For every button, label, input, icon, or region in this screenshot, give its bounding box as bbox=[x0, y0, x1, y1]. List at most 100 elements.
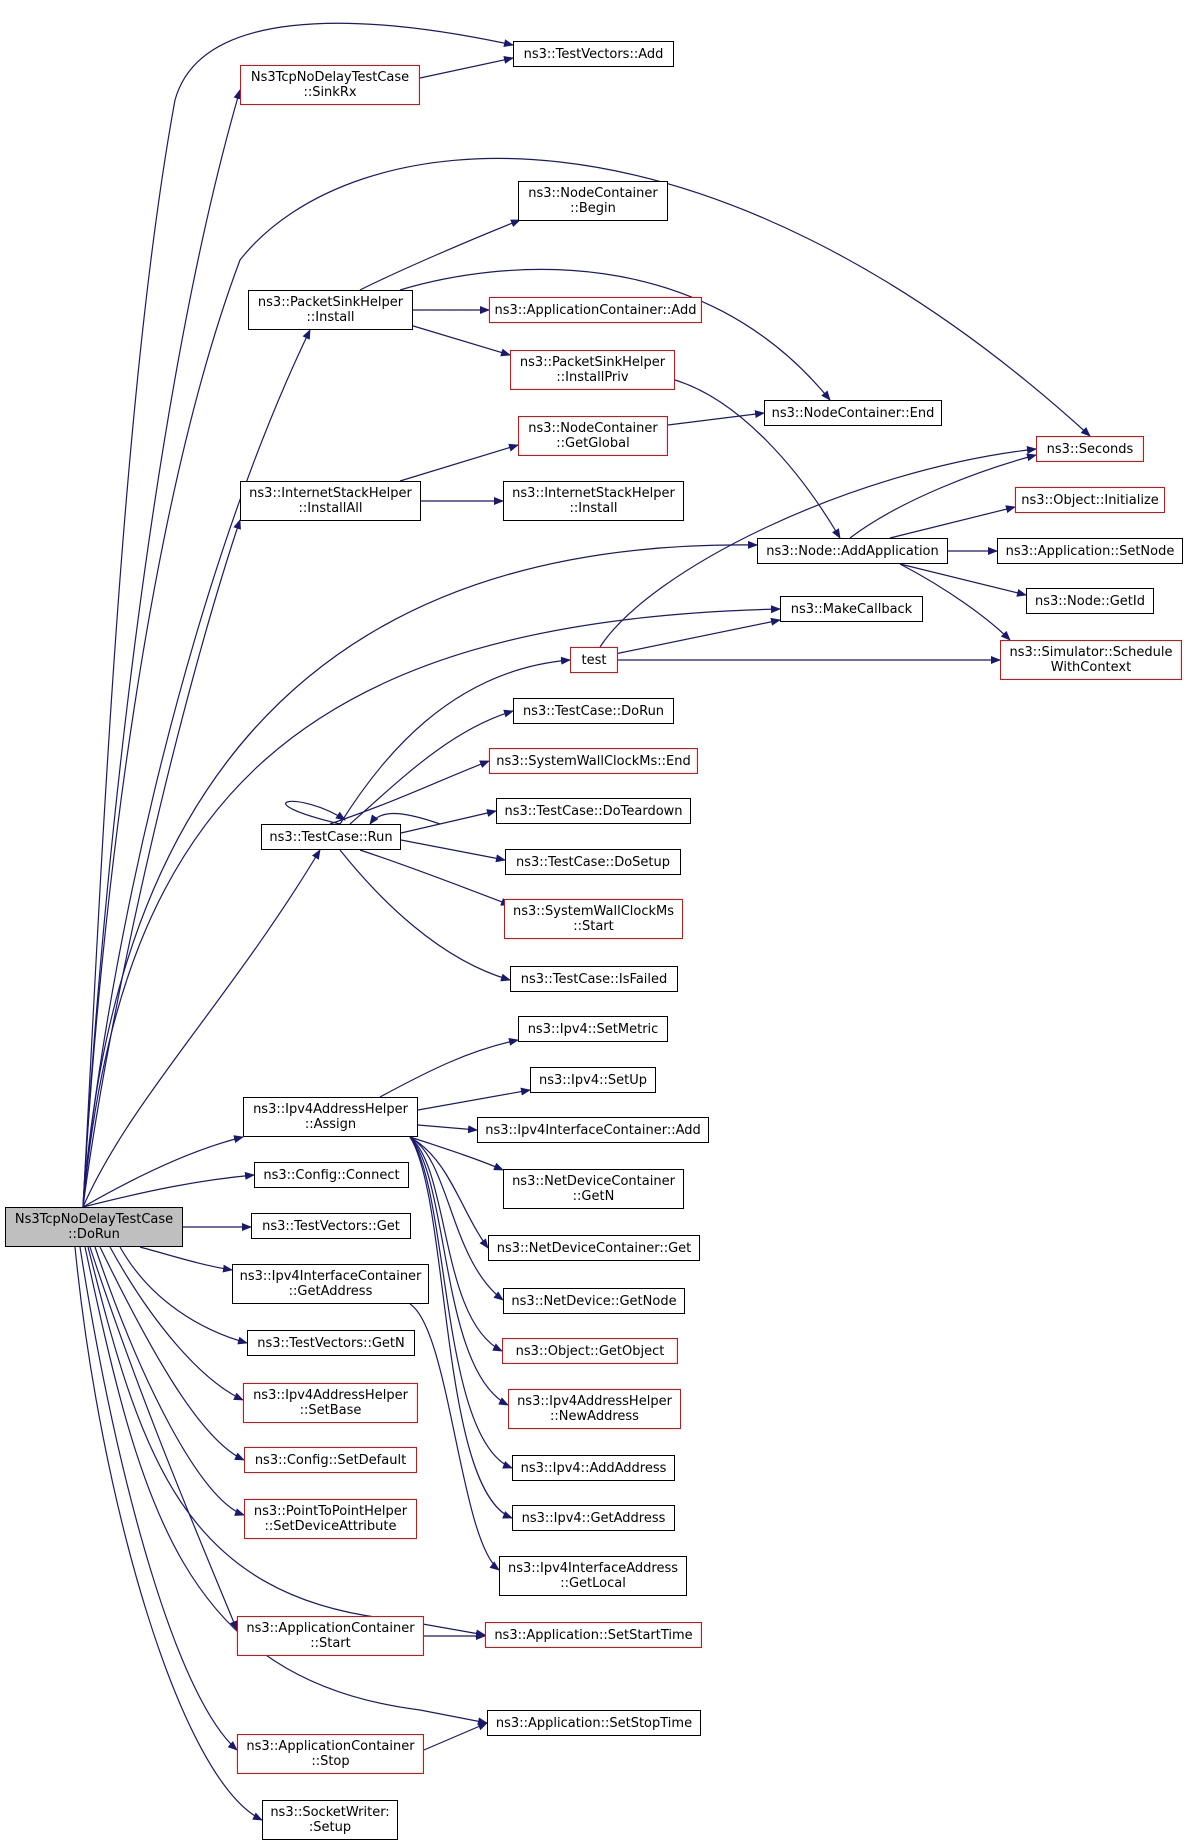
call-edge bbox=[359, 219, 521, 291]
node-testcase-isfailed[interactable]: ns3::TestCase::IsFailed bbox=[510, 966, 678, 992]
node-label-line: ns3::NetDevice::GetNode bbox=[511, 1293, 677, 1309]
node-config-setdefault[interactable]: ns3::Config::SetDefault bbox=[244, 1447, 417, 1473]
node-nodecontainer-getglobal[interactable]: ns3::NodeContainer::GetGlobal bbox=[518, 416, 668, 456]
node-label-line: ::SetBase bbox=[299, 1403, 362, 1418]
call-edge bbox=[899, 563, 1011, 641]
node-label-line: ns3::Application::SetStopTime bbox=[495, 1715, 693, 1731]
node-testcase-dorun[interactable]: ns3::TestCase::DoRun bbox=[513, 698, 674, 724]
node-socketwriter-setup[interactable]: ns3::SocketWriter::Setup bbox=[262, 1800, 398, 1840]
call-edge bbox=[400, 839, 506, 863]
node-label-line: ns3::Node::GetId bbox=[1035, 593, 1145, 609]
node-config-connect[interactable]: ns3::Config::Connect bbox=[254, 1162, 409, 1188]
call-edge bbox=[99, 1246, 245, 1461]
node-label-line: ns3::ApplicationContainer bbox=[246, 1739, 415, 1754]
call-edge bbox=[849, 453, 1037, 539]
call-edge bbox=[82, 1171, 255, 1208]
node-object-getobject[interactable]: ns3::Object::GetObject bbox=[502, 1338, 678, 1364]
node-application-setstoptime[interactable]: ns3::Application::SetStopTime bbox=[487, 1710, 701, 1736]
node-packetsinkhelper-install[interactable]: ns3::PacketSinkHelper::Install bbox=[248, 290, 413, 330]
node-label-line: ::GetLocal bbox=[560, 1576, 626, 1591]
call-edge bbox=[79, 1246, 238, 1751]
call-edge bbox=[349, 709, 514, 825]
node-internetstackhelper-installall[interactable]: ns3::InternetStackHelper::InstallAll bbox=[240, 481, 421, 521]
call-edge bbox=[417, 1087, 531, 1111]
node-applicationcontainer-start[interactable]: ns3::ApplicationContainer::Start bbox=[237, 1616, 424, 1656]
node-test[interactable]: test bbox=[570, 647, 618, 673]
node-systemwallclockms-start[interactable]: ns3::SystemWallClockMs::Start bbox=[504, 899, 683, 939]
node-packetsinkhelper-installpriv[interactable]: ns3::PacketSinkHelper::InstallPriv bbox=[510, 350, 675, 390]
node-internetstackhelper-install[interactable]: ns3::InternetStackHelper::Install bbox=[503, 481, 684, 521]
node-application-setstarttime[interactable]: ns3::Application::SetStartTime bbox=[485, 1622, 702, 1648]
node-root-dorun[interactable]: Ns3TcpNoDelayTestCase::DoRun bbox=[5, 1207, 183, 1247]
node-testvectors-add[interactable]: ns3::TestVectors::Add bbox=[513, 41, 674, 67]
node-label-line: ::Start bbox=[573, 919, 614, 934]
node-ipv4interfacecontainer-add[interactable]: ns3::Ipv4InterfaceContainer::Add bbox=[477, 1117, 709, 1143]
call-edge bbox=[82, 519, 241, 1208]
node-label-line: ns3::Ipv4AddressHelper bbox=[517, 1394, 672, 1409]
node-nodecontainer-end[interactable]: ns3::NodeContainer::End bbox=[764, 400, 942, 426]
node-netdevice-getnode[interactable]: ns3::NetDevice::GetNode bbox=[503, 1288, 685, 1314]
node-label-line: :Setup bbox=[308, 1820, 352, 1835]
node-label-line: ns3::TestVectors::Get bbox=[262, 1218, 400, 1234]
node-object-initialize[interactable]: ns3::Object::Initialize bbox=[1015, 487, 1165, 513]
node-label-line: ::GetGlobal bbox=[556, 436, 630, 451]
node-ipv4-addaddress[interactable]: ns3::Ipv4::AddAddress bbox=[512, 1455, 675, 1481]
node-ipv4interfacecontainer-getaddress[interactable]: ns3::Ipv4InterfaceContainer::GetAddress bbox=[232, 1264, 429, 1304]
call-edge bbox=[339, 849, 511, 982]
node-label-line: Ns3TcpNoDelayTestCase bbox=[250, 70, 410, 85]
call-edge bbox=[82, 540, 758, 1208]
call-edge bbox=[409, 1136, 509, 1406]
node-ipv4addresshelper-setbase[interactable]: ns3::Ipv4AddressHelper::SetBase bbox=[243, 1383, 418, 1423]
call-edge bbox=[674, 379, 841, 539]
call-edge bbox=[82, 849, 321, 1208]
call-edge bbox=[423, 1722, 488, 1751]
node-testcase-doteardown[interactable]: ns3::TestCase::DoTeardown bbox=[496, 798, 691, 824]
call-edge bbox=[399, 268, 831, 401]
node-nodecontainer-begin[interactable]: ns3::NodeContainer::Begin bbox=[518, 181, 668, 221]
node-label-line: ::NewAddress bbox=[550, 1409, 639, 1424]
node-makecallback[interactable]: ns3::MakeCallback bbox=[780, 596, 923, 622]
node-ipv4addresshelper-assign[interactable]: ns3::Ipv4AddressHelper::Assign bbox=[243, 1097, 418, 1137]
node-label-line: ::InstallAll bbox=[298, 501, 363, 516]
node-systemwallclockms-end[interactable]: ns3::SystemWallClockMs::End bbox=[489, 748, 698, 774]
node-node-getid[interactable]: ns3::Node::GetId bbox=[1026, 588, 1154, 614]
call-edge bbox=[82, 157, 1091, 1208]
node-label-line: ::Assign bbox=[304, 1117, 357, 1132]
node-testvectors-get[interactable]: ns3::TestVectors::Get bbox=[251, 1213, 411, 1239]
node-node-addapplication[interactable]: ns3::Node::AddApplication bbox=[757, 538, 948, 564]
call-edge bbox=[339, 656, 571, 825]
node-sinkrx[interactable]: Ns3TcpNoDelayTestCase::SinkRx bbox=[240, 65, 420, 105]
node-application-setnode[interactable]: ns3::Application::SetNode bbox=[997, 538, 1183, 564]
node-label-line: ns3::Config::SetDefault bbox=[254, 1452, 407, 1468]
call-edge bbox=[400, 809, 497, 834]
node-label-line: ns3::Ipv4::SetMetric bbox=[527, 1021, 659, 1037]
node-ipv4-setmetric[interactable]: ns3::Ipv4::SetMetric bbox=[518, 1016, 668, 1042]
node-pointtopointhelper-setdeviceattribute[interactable]: ns3::PointToPointHelper::SetDeviceAttrib… bbox=[244, 1499, 417, 1539]
call-edge bbox=[109, 1246, 244, 1401]
node-testcase-run[interactable]: ns3::TestCase::Run bbox=[261, 824, 401, 850]
call-edge bbox=[609, 617, 781, 656]
node-netdevicecontainer-get[interactable]: ns3::NetDeviceContainer::Get bbox=[488, 1235, 700, 1261]
node-label-line: ns3::NodeContainer bbox=[528, 186, 658, 201]
node-seconds[interactable]: ns3::Seconds bbox=[1036, 436, 1144, 462]
node-applicationcontainer-stop[interactable]: ns3::ApplicationContainer::Stop bbox=[237, 1734, 424, 1774]
node-label-line: ::GetAddress bbox=[288, 1284, 373, 1299]
node-testvectors-getn[interactable]: ns3::TestVectors::GetN bbox=[247, 1330, 415, 1356]
node-ipv4addresshelper-newaddress[interactable]: ns3::Ipv4AddressHelper::NewAddress bbox=[508, 1389, 681, 1429]
call-edge bbox=[139, 1246, 233, 1273]
node-ipv4-getaddress[interactable]: ns3::Ipv4::GetAddress bbox=[512, 1505, 675, 1531]
node-testcase-dosetup[interactable]: ns3::TestCase::DoSetup bbox=[505, 849, 681, 875]
node-ipv4-setup[interactable]: ns3::Ipv4::SetUp bbox=[530, 1067, 656, 1093]
call-edge bbox=[82, 22, 514, 1208]
call-edge bbox=[419, 55, 514, 79]
node-label-line: ::SinkRx bbox=[303, 85, 357, 100]
node-netdevicecontainer-getn[interactable]: ns3::NetDeviceContainer::GetN bbox=[503, 1169, 684, 1209]
node-label-line: ::DoRun bbox=[68, 1227, 120, 1242]
node-label-line: ns3::MakeCallback bbox=[790, 601, 913, 617]
node-ipv4interfaceaddress-getlocal[interactable]: ns3::Ipv4InterfaceAddress::GetLocal bbox=[499, 1556, 687, 1596]
node-applicationcontainer-add[interactable]: ns3::ApplicationContainer::Add bbox=[489, 297, 702, 323]
node-label-line: ns3::Ipv4::GetAddress bbox=[521, 1510, 666, 1526]
node-label-line: WithContext bbox=[1050, 660, 1132, 675]
call-edge bbox=[409, 1136, 513, 1469]
